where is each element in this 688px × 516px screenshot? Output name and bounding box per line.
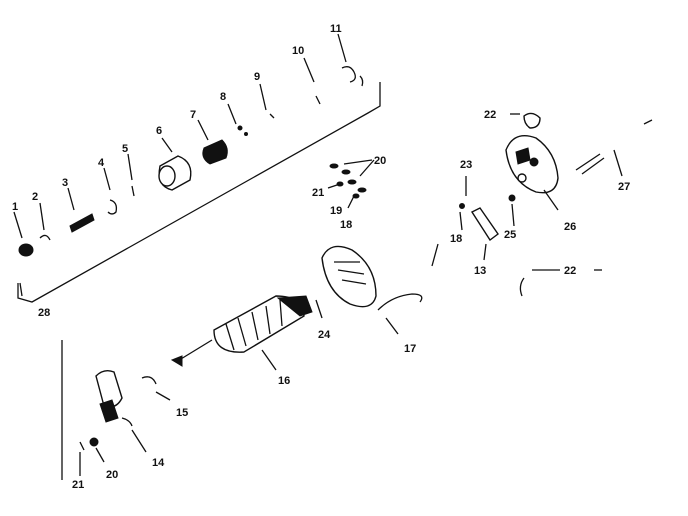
part-9 bbox=[259, 83, 275, 119]
part-17 bbox=[377, 293, 423, 335]
part-8 bbox=[227, 103, 248, 136]
label-7: 7 bbox=[190, 109, 196, 121]
part-22-lower bbox=[519, 269, 602, 297]
label-23: 23 bbox=[460, 159, 472, 171]
label-9: 9 bbox=[254, 71, 260, 83]
parts-20-21-bottom bbox=[79, 437, 105, 476]
label-27: 27 bbox=[618, 181, 630, 193]
part-6 bbox=[158, 137, 192, 191]
part-4 bbox=[103, 167, 118, 215]
label-21a: 21 bbox=[312, 187, 324, 199]
part-11 bbox=[337, 33, 364, 87]
kit-28-outline bbox=[17, 82, 381, 303]
label-8: 8 bbox=[220, 91, 226, 103]
part-10 bbox=[303, 57, 321, 105]
label-14: 14 bbox=[152, 457, 165, 469]
label-24: 24 bbox=[318, 329, 331, 341]
part-16-armature bbox=[170, 295, 313, 371]
part-25 bbox=[508, 194, 516, 227]
label-21b: 21 bbox=[72, 479, 84, 491]
label-6: 6 bbox=[156, 125, 162, 137]
label-4: 4 bbox=[98, 157, 105, 169]
part-1 bbox=[13, 211, 34, 257]
label-11: 11 bbox=[330, 23, 342, 35]
label-18b: 18 bbox=[450, 233, 462, 245]
label-28: 28 bbox=[38, 307, 50, 319]
label-2: 2 bbox=[32, 191, 38, 203]
callout-labels: 1 2 3 4 5 6 7 8 9 10 11 28 20 21 19 18 2… bbox=[12, 23, 630, 491]
parts-18-21-cluster bbox=[327, 159, 375, 209]
part-26-housing bbox=[505, 135, 559, 211]
label-26: 26 bbox=[564, 221, 576, 233]
label-10: 10 bbox=[292, 45, 304, 57]
part-14-15-brush bbox=[61, 340, 171, 480]
part-22-top bbox=[510, 112, 541, 129]
label-25: 25 bbox=[504, 229, 516, 241]
label-16: 16 bbox=[278, 375, 290, 387]
label-3: 3 bbox=[62, 177, 68, 189]
part-7 bbox=[197, 119, 228, 165]
label-13: 13 bbox=[474, 265, 486, 277]
label-22b: 22 bbox=[564, 265, 576, 277]
parts-13-18-23 bbox=[431, 176, 499, 267]
label-17: 17 bbox=[404, 343, 416, 355]
label-15: 15 bbox=[176, 407, 188, 419]
label-20a: 20 bbox=[374, 155, 386, 167]
part-5 bbox=[127, 153, 135, 197]
label-18a: 18 bbox=[340, 219, 352, 231]
label-19: 19 bbox=[330, 205, 342, 217]
part-2 bbox=[39, 202, 51, 241]
label-1: 1 bbox=[12, 201, 18, 213]
label-22a: 22 bbox=[484, 109, 496, 121]
label-5: 5 bbox=[122, 143, 128, 155]
label-20b: 20 bbox=[106, 469, 118, 481]
part-27 bbox=[575, 119, 653, 177]
part-3-spring bbox=[67, 187, 95, 233]
part-24-end-bell bbox=[315, 245, 377, 319]
